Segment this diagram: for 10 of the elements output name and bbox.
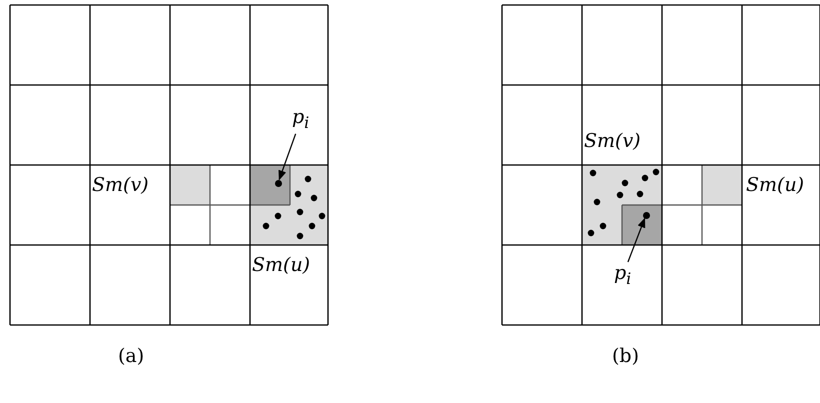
point-label: p$_{i}$ <box>614 262 632 290</box>
point-label: p$_{i}$ <box>292 106 310 134</box>
region-label: Sm(v) <box>92 174 149 196</box>
region-label: Sm(u) <box>746 174 804 196</box>
panel-label: (b) <box>612 345 639 367</box>
leader-arrow <box>278 134 296 180</box>
panel-label: (a) <box>118 345 144 367</box>
region-label: Sm(u) <box>252 254 310 276</box>
region-label: Sm(v) <box>584 130 641 152</box>
leader-arrow <box>627 218 646 262</box>
